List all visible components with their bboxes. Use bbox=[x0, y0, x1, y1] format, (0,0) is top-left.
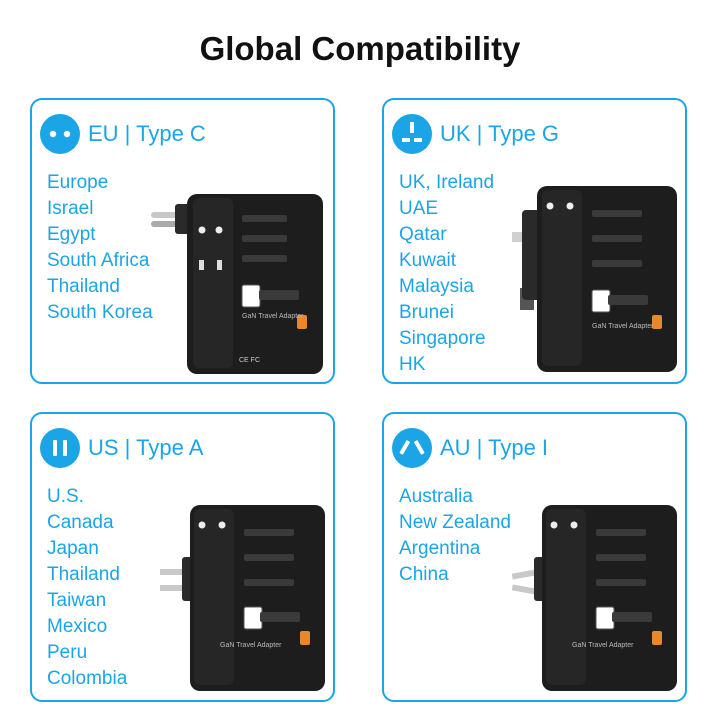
list-item: Thailand bbox=[47, 564, 120, 585]
list-item: Thailand bbox=[47, 276, 120, 297]
travel-adapter-image: GaN Travel Adapter bbox=[512, 186, 677, 372]
list-item: Egypt bbox=[47, 224, 96, 245]
list-item: Taiwan bbox=[47, 590, 107, 611]
svg-text:CE FC: CE FC bbox=[239, 357, 260, 364]
travel-adapter-image: GaN Travel Adapter bbox=[512, 505, 677, 691]
list-item: Colombia bbox=[47, 668, 128, 689]
travel-adapter-image: GaN Travel Adapter bbox=[160, 505, 325, 691]
list-item: Canada bbox=[47, 512, 114, 533]
adapter-label: GaN Travel Adapter bbox=[220, 642, 282, 649]
list-item: Israel bbox=[47, 198, 94, 219]
list-item: South Africa bbox=[47, 250, 150, 271]
list-item: China bbox=[399, 564, 449, 585]
adapter-label: GaN Travel Adapter bbox=[572, 642, 634, 649]
list-item: Mexico bbox=[47, 616, 108, 637]
list-item: Japan bbox=[47, 538, 99, 559]
country-list: U.S. Canada Japan Thailand Taiwan Mexico… bbox=[47, 484, 127, 692]
country-list: Australia New Zealand Argentina China bbox=[399, 484, 511, 588]
card-us-type-a: US | Type A U.S. Canada Japan Thailand T… bbox=[30, 412, 335, 702]
card-heading: AU | Type I bbox=[440, 435, 549, 460]
country-list: Europe Israel Egypt South Africa Thailan… bbox=[47, 170, 153, 326]
card-uk-type-g: UK | Type G UK, Ireland UAE Qatar Kuwait… bbox=[382, 98, 687, 384]
list-item: Europe bbox=[47, 172, 109, 193]
card-heading: EU | Type C bbox=[88, 121, 206, 146]
card-eu-type-c: EU | Type C Europe Israel Egypt South Af… bbox=[30, 98, 335, 384]
card-header: EU | Type C bbox=[40, 114, 206, 154]
page-title: Global Compatibility bbox=[199, 30, 521, 67]
travel-adapter-image: GaN Travel Adapter CE FC bbox=[151, 194, 323, 374]
list-item: Kuwait bbox=[399, 250, 457, 271]
list-item: HK bbox=[399, 354, 426, 375]
uk-plug-icon bbox=[392, 114, 432, 154]
list-item: New Zealand bbox=[399, 512, 511, 533]
list-item: Peru bbox=[47, 642, 88, 663]
adapter-label: GaN Travel Adapter bbox=[592, 323, 654, 330]
au-plug-icon bbox=[392, 428, 432, 468]
list-item: U.S. bbox=[47, 486, 84, 507]
list-item: Malaysia bbox=[399, 276, 474, 297]
list-item: South Korea bbox=[47, 302, 153, 323]
card-header: UK | Type G bbox=[392, 114, 559, 154]
card-heading: UK | Type G bbox=[440, 121, 560, 146]
list-item: Argentina bbox=[399, 538, 481, 559]
list-item: Qatar bbox=[399, 224, 447, 245]
list-item: UK, Ireland bbox=[399, 172, 495, 193]
list-item: Singapore bbox=[399, 328, 486, 349]
card-header: AU | Type I bbox=[392, 428, 548, 468]
card-heading: US | Type A bbox=[88, 435, 204, 460]
card-header: US | Type A bbox=[40, 428, 203, 468]
list-item: UAE bbox=[399, 198, 439, 219]
list-item: Australia bbox=[399, 486, 473, 507]
list-item: Brunei bbox=[399, 302, 454, 323]
country-list: UK, Ireland UAE Qatar Kuwait Malaysia Br… bbox=[399, 170, 494, 378]
adapter-label: GaN Travel Adapter bbox=[242, 313, 304, 320]
card-au-type-i: AU | Type I Australia New Zealand Argent… bbox=[382, 412, 687, 702]
eu-plug-icon bbox=[40, 114, 80, 154]
us-plug-icon bbox=[40, 428, 80, 468]
